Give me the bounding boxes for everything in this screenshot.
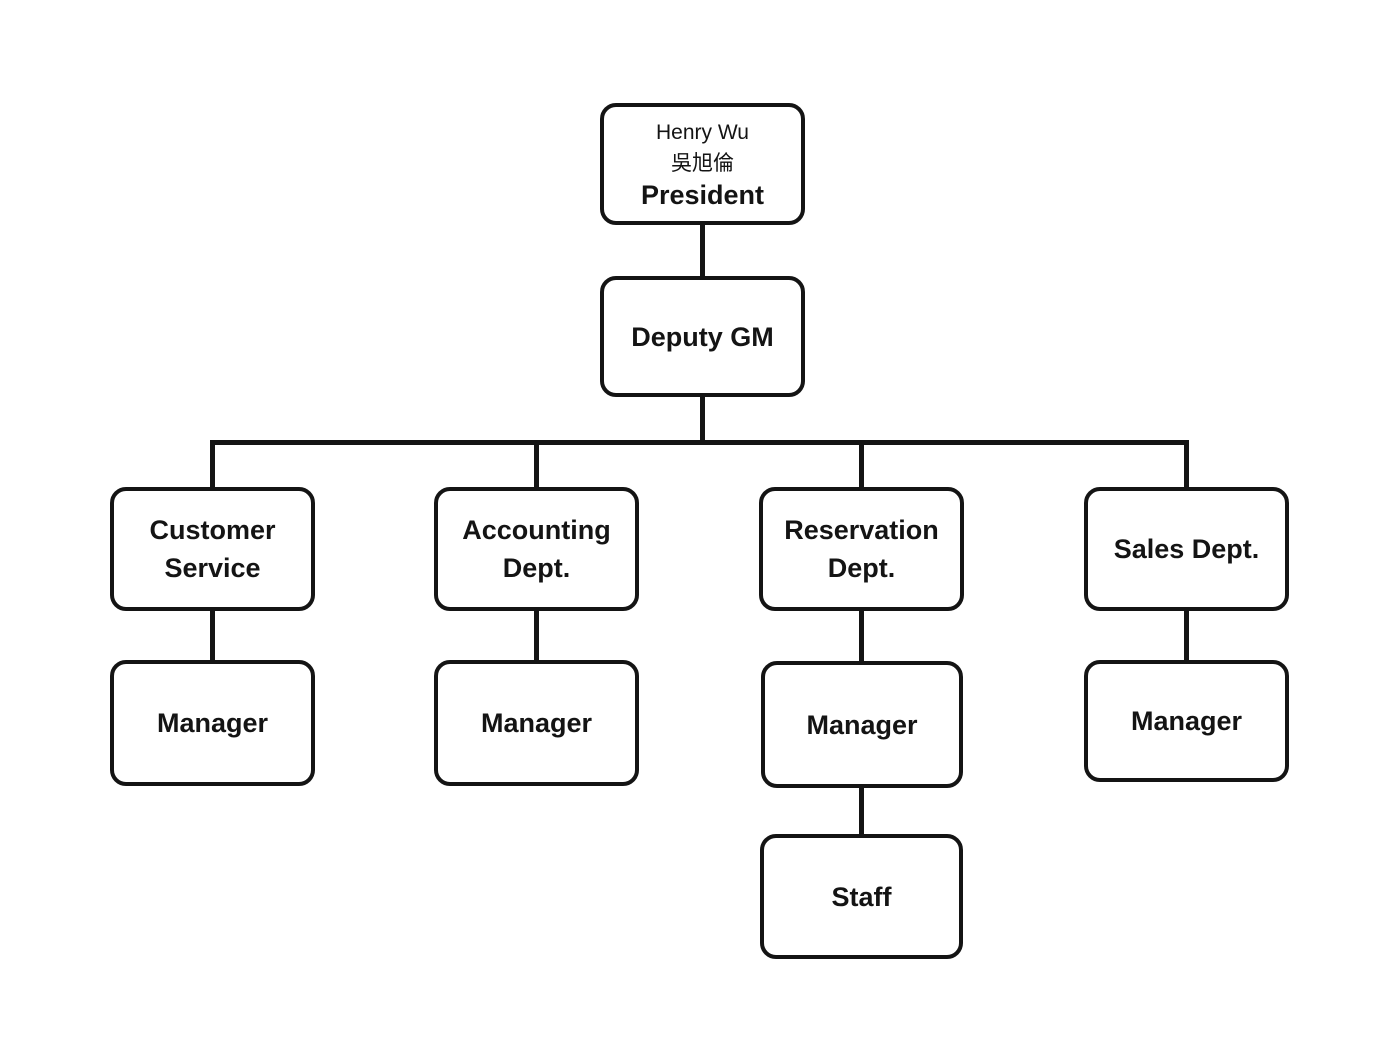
reservation-dept-label-line1: Reservation [784, 515, 939, 545]
deputy-gm-label: Deputy GM [631, 321, 774, 352]
connector-bus-sales [1184, 443, 1189, 489]
node-customer-service-manager: Manager [110, 660, 315, 786]
connector-bus-customer-service [210, 443, 215, 489]
node-president: Henry Wu 吳旭倫 President [600, 103, 805, 225]
node-accounting-dept: Accounting Dept. [434, 487, 639, 611]
president-title: President [640, 179, 765, 210]
connector-reservation-manager [859, 609, 864, 663]
connector-accounting-manager [534, 609, 539, 662]
node-sales-manager: Manager [1084, 660, 1289, 782]
connector-customer-service-manager [210, 609, 215, 662]
node-customer-service: Customer Service [110, 487, 315, 611]
connector-reservation-manager-staff [859, 786, 864, 837]
connector-bus-horizontal [210, 440, 1189, 445]
accounting-dept-label-line2: Dept. [502, 553, 571, 583]
accounting-manager-label: Manager [480, 708, 593, 738]
connector-bus-reservation [859, 443, 864, 489]
node-sales-dept: Sales Dept. [1084, 487, 1289, 611]
accounting-dept-label-line1: Accounting [462, 515, 611, 545]
reservation-staff-label: Staff [831, 881, 892, 912]
customer-service-label-line1: Customer [149, 515, 276, 545]
president-name-zh: 吳旭倫 [671, 151, 734, 175]
sales-manager-label: Manager [1130, 706, 1243, 736]
node-reservation-manager: Manager [761, 661, 963, 788]
sales-dept-label: Sales Dept. [1113, 534, 1260, 564]
connector-deputy-gm-bus [700, 395, 705, 445]
node-accounting-manager: Manager [434, 660, 639, 786]
reservation-dept-label-line2: Dept. [827, 553, 896, 583]
connector-sales-manager [1184, 609, 1189, 662]
node-reservation-dept: Reservation Dept. [759, 487, 964, 611]
connector-bus-accounting [534, 443, 539, 489]
president-name-en: Henry Wu [656, 120, 749, 144]
reservation-manager-label: Manager [806, 709, 918, 740]
connector-president-deputy-gm [700, 222, 705, 278]
node-reservation-staff: Staff [760, 834, 963, 959]
node-deputy-gm: Deputy GM [600, 276, 805, 397]
customer-service-label-line2: Service [164, 553, 261, 583]
customer-service-manager-label: Manager [156, 708, 269, 738]
